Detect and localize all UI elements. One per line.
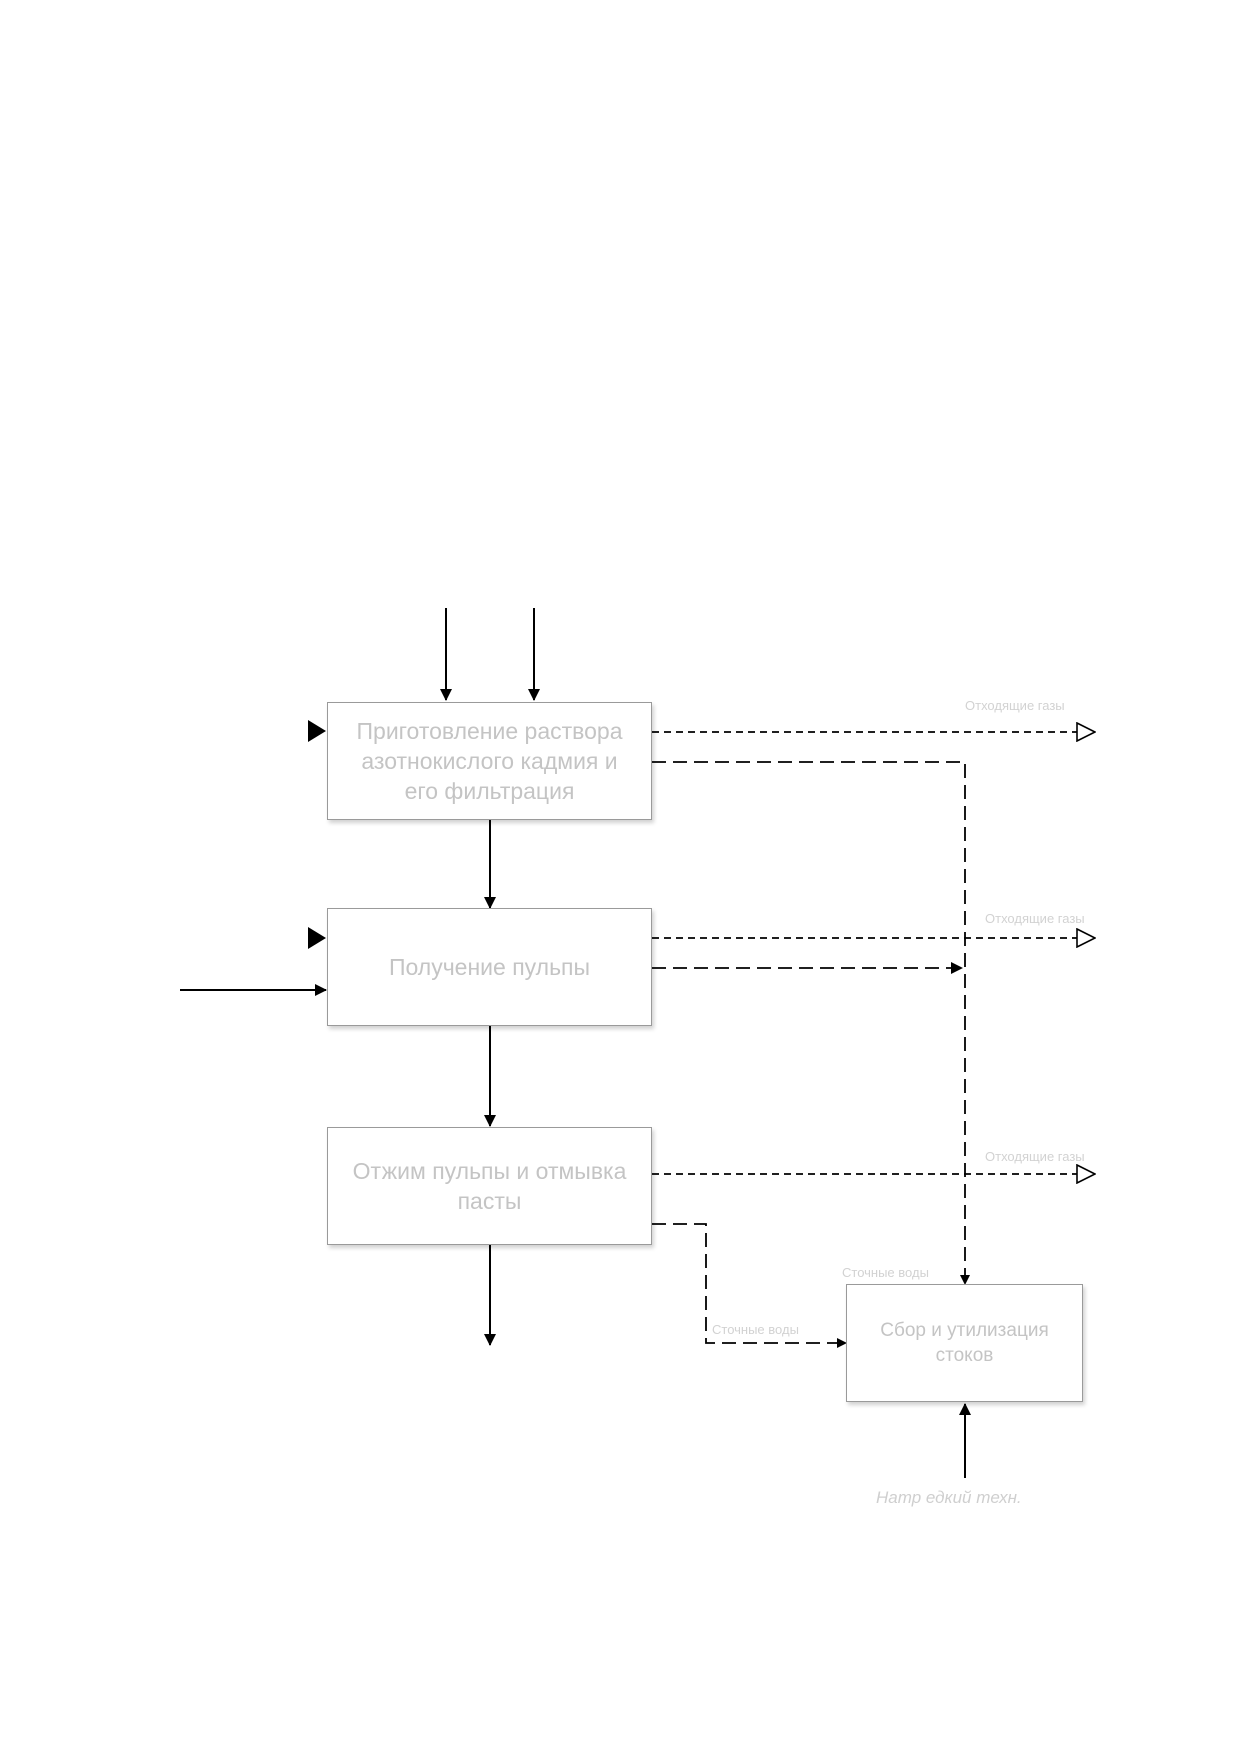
waste-water-line-3 [652, 1223, 847, 1348]
left-input-stub-1 [308, 720, 326, 742]
block-squeeze-label: Отжим пульпы и отмывка пасты [352, 1158, 627, 1214]
waste-water-line-1 [652, 761, 970, 1285]
block-prep: Приготовление раствора азотнокислого кад… [327, 702, 652, 820]
label-gases-3: Отходящие газы [985, 1149, 1085, 1164]
block-waste-label: Сбор и утилизация стоков [880, 1320, 1049, 1366]
label-gases-2: Отходящие газы [985, 911, 1085, 926]
label-gases-1: Отходящие газы [965, 698, 1065, 713]
label-control: Натр едкий техн. [876, 1488, 1022, 1507]
label-waste-water-left: Сточные воды [712, 1322, 799, 1337]
block-pulp-label: Получение пульпы [388, 954, 591, 980]
block-squeeze: Отжим пульпы и отмывка пасты [327, 1127, 652, 1245]
left-input-stub-2 [308, 927, 326, 949]
block-waste: Сбор и утилизация стоков [846, 1284, 1083, 1402]
label-waste-water-top: Сточные воды [842, 1265, 929, 1280]
block-pulp: Получение пульпы [327, 908, 652, 1026]
block-prep-label: Приготовление раствора азотнокислого кад… [356, 718, 623, 804]
